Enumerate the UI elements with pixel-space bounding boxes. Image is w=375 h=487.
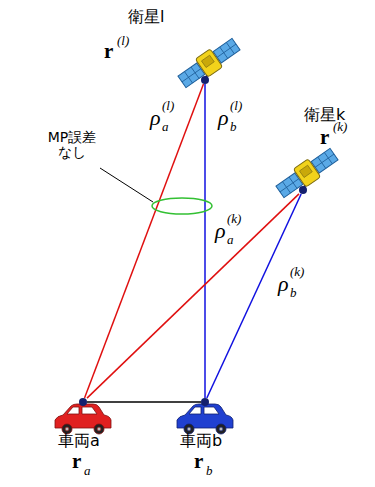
position-vector: r <box>194 450 203 473</box>
index-label: a <box>84 464 91 478</box>
index-label: (k) <box>290 265 304 279</box>
note-label: MP誤差 なし <box>42 130 102 161</box>
index-label: (k) <box>333 120 347 134</box>
index-label: a <box>162 120 169 134</box>
car-icon <box>177 404 233 434</box>
vehicle-label: 衛星l <box>128 8 164 26</box>
index-label: (l) <box>230 99 242 113</box>
satellite-icon <box>176 35 243 91</box>
satellite-node: 衛星lr(l) <box>201 76 209 84</box>
mp-ellipse <box>152 198 212 214</box>
index-label: (k) <box>227 212 241 226</box>
index-label: (l) <box>162 99 174 113</box>
range-line <box>207 194 301 398</box>
range-symbol: ρ <box>218 106 229 130</box>
car-icon <box>55 404 111 434</box>
range-line <box>87 194 299 398</box>
range-line <box>204 84 206 398</box>
vehicle-label: 車両a <box>58 432 100 450</box>
index-label: b <box>206 464 213 478</box>
satellite-node: 衛星kr(k) <box>299 186 307 194</box>
index-label: b <box>230 120 237 134</box>
range-line <box>87 401 201 403</box>
position-vector: r <box>104 40 113 63</box>
vehicle-node: 車両brb <box>201 398 209 406</box>
range-symbol: ρ <box>215 219 226 243</box>
index-label: a <box>227 233 234 247</box>
vehicle-label: 車両b <box>180 432 222 450</box>
satellite-icon <box>274 145 341 201</box>
range-symbol: ρ <box>150 106 161 130</box>
index-label: (l) <box>117 34 129 48</box>
position-vector: r <box>320 126 329 149</box>
vehicle-node: 車両ara <box>79 398 87 406</box>
index-label: b <box>290 286 297 300</box>
range-line <box>85 84 204 398</box>
leader-line <box>100 168 153 202</box>
position-vector: r <box>72 450 81 473</box>
range-symbol: ρ <box>278 272 289 296</box>
